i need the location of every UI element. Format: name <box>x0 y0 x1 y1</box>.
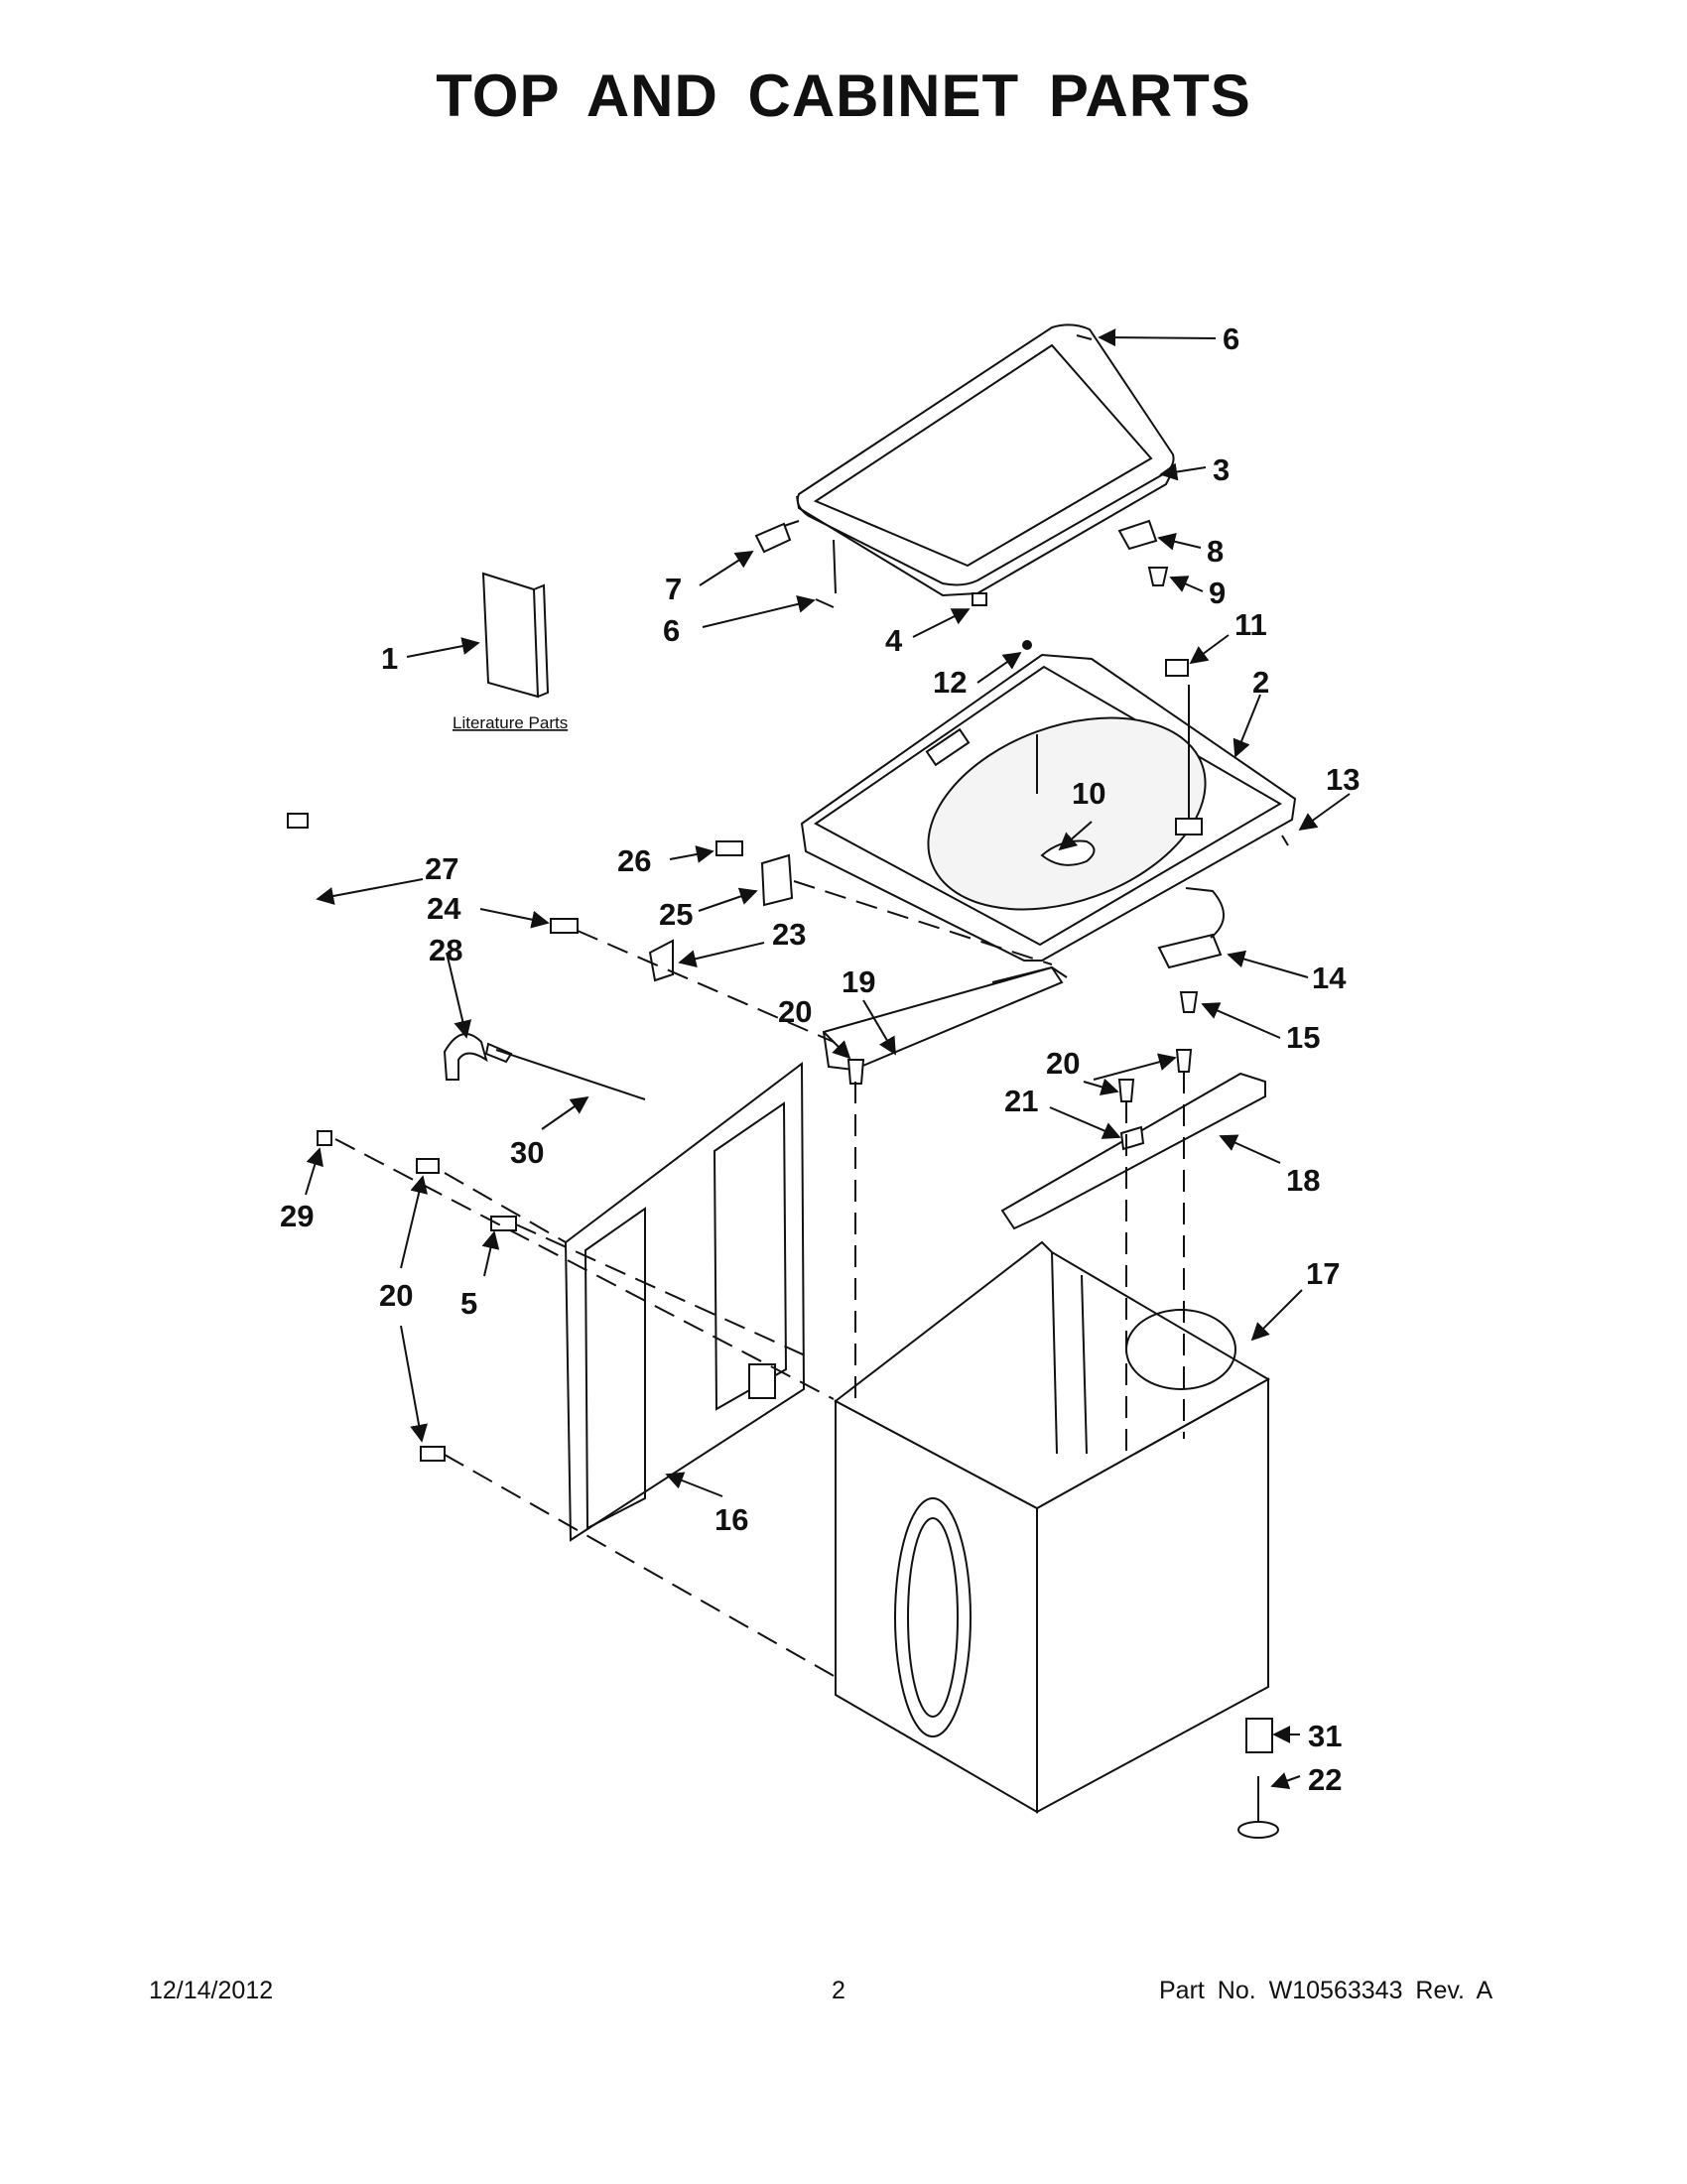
callout-26: 26 <box>617 843 651 878</box>
leveling-leg <box>1237 1776 1279 1839</box>
callout-21: 21 <box>1004 1084 1038 1118</box>
footer-part-number: Part No. W10563343 Rev. A <box>1159 1977 1493 2004</box>
hose-clamp <box>317 1130 332 1146</box>
bracket-screw <box>1147 567 1169 586</box>
callout-29: 29 <box>280 1199 314 1233</box>
callout-20-right: 20 <box>1046 1046 1080 1081</box>
callout-23: 23 <box>772 917 806 952</box>
front-hinge-bar <box>1000 1072 1266 1230</box>
bracket-23 <box>648 939 674 982</box>
switch-screw <box>1179 991 1199 1013</box>
callout-11: 11 <box>1234 607 1267 642</box>
callout-10: 10 <box>1072 776 1105 811</box>
hose-guide <box>443 1033 513 1081</box>
screw-20-left-b <box>420 1446 446 1462</box>
callout-22: 22 <box>1308 1762 1342 1797</box>
callout-13: 13 <box>1326 762 1360 797</box>
callout-4: 4 <box>885 623 903 658</box>
foot-bushing <box>1245 1718 1273 1753</box>
washer-lid <box>796 323 1176 597</box>
callout-19: 19 <box>842 964 875 999</box>
callout-20-top: 20 <box>778 994 812 1029</box>
screw-26 <box>715 840 743 856</box>
top-panel <box>800 653 1297 962</box>
bracket-25 <box>760 853 794 907</box>
callout-3: 3 <box>1213 452 1230 487</box>
callout-16: 16 <box>714 1502 748 1537</box>
screw-20-right-b <box>1175 1049 1193 1073</box>
hinge-screw <box>754 520 800 554</box>
screw-20-left-a <box>416 1158 440 1174</box>
screw-20-right-a <box>1117 1079 1135 1102</box>
screw-24 <box>550 918 579 934</box>
footer-page-number: 2 <box>832 1977 845 2004</box>
callout-14: 14 <box>1312 961 1347 995</box>
leader-arrows <box>305 328 1351 1790</box>
top-plug <box>1022 640 1032 650</box>
callout-24: 24 <box>427 891 461 926</box>
literature-booklet <box>481 572 550 699</box>
callout-31: 31 <box>1308 1719 1342 1753</box>
callout-7: 7 <box>665 572 682 606</box>
lid-switch <box>1157 887 1225 969</box>
literature-label: Literature Parts <box>453 713 568 732</box>
assembly-lines <box>334 880 1185 1678</box>
callout-17: 17 <box>1306 1256 1340 1291</box>
washer-cabinet <box>834 1240 1271 1814</box>
callout-5: 5 <box>460 1286 477 1321</box>
callout-9: 9 <box>1209 576 1226 610</box>
callout-1: 1 <box>381 641 398 676</box>
screw-20-top <box>846 1059 865 1085</box>
page-title: TOP AND CABINET PARTS <box>436 63 1251 129</box>
callout-8: 8 <box>1207 534 1224 569</box>
drain-hose <box>287 813 317 1144</box>
footer-date: 12/14/2012 <box>149 1977 274 2004</box>
callout-15: 15 <box>1286 1020 1320 1055</box>
lid-bumper <box>972 592 987 606</box>
callout-2: 2 <box>1252 665 1269 700</box>
hinge-pin-side <box>815 539 837 608</box>
callout-18: 18 <box>1286 1163 1320 1198</box>
callout-20-left: 20 <box>379 1278 413 1313</box>
callout-6-top: 6 <box>1223 321 1239 356</box>
lid-switch-cover <box>1165 659 1189 677</box>
callout-30: 30 <box>510 1135 544 1170</box>
callout-12: 12 <box>933 665 967 700</box>
lid-lock-bracket <box>1117 519 1158 551</box>
wire-clip <box>1281 835 1289 846</box>
hinge-pin-top <box>1076 334 1093 340</box>
support-rod <box>495 1049 646 1100</box>
rear-panel <box>564 1061 806 1542</box>
callout-28: 28 <box>429 933 462 967</box>
callout-27: 27 <box>425 851 458 886</box>
callout-25: 25 <box>659 897 693 932</box>
callout-6-side: 6 <box>663 613 680 648</box>
screw-5 <box>490 1216 517 1231</box>
